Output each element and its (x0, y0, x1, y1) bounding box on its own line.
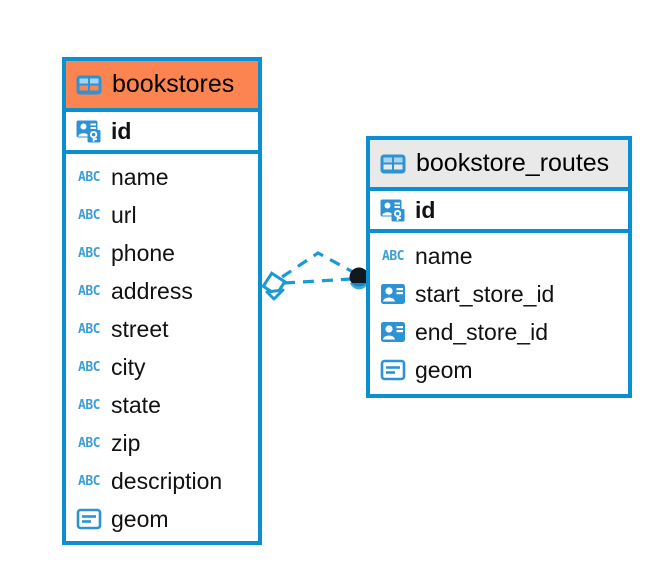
field-name: geom (415, 356, 473, 383)
field-row-description[interactable]: ABC description (66, 462, 258, 500)
field-name: description (111, 467, 223, 494)
entity-bookstore-routes[interactable]: bookstore_routes (366, 136, 632, 398)
field-name: end_store_id (415, 318, 548, 345)
field-name: start_store_id (415, 280, 555, 307)
primary-key-block: id (370, 191, 628, 233)
field-name: name (415, 242, 473, 269)
primary-key-block: id (66, 112, 258, 154)
field-name: address (111, 277, 193, 304)
field-row-name[interactable]: ABC name (66, 158, 258, 196)
foreign-key-icon (379, 280, 407, 308)
field-name: city (111, 353, 146, 380)
geometry-type-icon (379, 356, 407, 384)
diamond-marker (261, 271, 287, 297)
field-row-street[interactable]: ABC street (66, 310, 258, 348)
field-row-id[interactable]: id (370, 191, 628, 229)
relationship-line-upper (281, 251, 354, 279)
field-row-url[interactable]: ABC url (66, 196, 258, 234)
field-name: id (415, 196, 436, 223)
entity-bookstores[interactable]: bookstores (62, 57, 262, 545)
field-name: state (111, 391, 161, 418)
entity-title: bookstores (112, 70, 235, 98)
field-name: street (111, 315, 169, 342)
entity-header[interactable]: bookstore_routes (370, 140, 628, 191)
table-icon (379, 150, 407, 178)
field-name: geom (111, 505, 169, 532)
field-name: id (111, 117, 132, 144)
field-row-state[interactable]: ABC state (66, 386, 258, 424)
field-row-zip[interactable]: ABC zip (66, 424, 258, 462)
field-row-name[interactable]: ABC name (370, 237, 628, 275)
text-type-icon: ABC (78, 245, 100, 261)
field-row-id[interactable]: id (66, 112, 258, 150)
text-type-icon: ABC (78, 321, 100, 337)
relationship-line-lower (283, 277, 353, 285)
text-type-icon: ABC (78, 359, 100, 375)
text-type-icon: ABC (382, 248, 404, 264)
field-row-geom[interactable]: geom (66, 500, 258, 538)
primary-key-icon (75, 117, 103, 145)
text-type-icon: ABC (78, 283, 100, 299)
field-row-end-store-id[interactable]: end_store_id (370, 313, 628, 351)
field-row-phone[interactable]: ABC phone (66, 234, 258, 272)
foreign-key-icon (379, 318, 407, 346)
field-name: zip (111, 429, 141, 456)
field-name: phone (111, 239, 175, 266)
geometry-type-icon (75, 505, 103, 533)
primary-key-icon (379, 196, 407, 224)
diamond-marker-tail (265, 288, 285, 301)
text-type-icon: ABC (78, 169, 100, 185)
field-row-geom[interactable]: geom (370, 351, 628, 389)
text-type-icon: ABC (78, 207, 100, 223)
entity-title: bookstore_routes (416, 149, 610, 177)
field-name: name (111, 163, 169, 190)
field-name: url (111, 201, 137, 228)
field-row-city[interactable]: ABC city (66, 348, 258, 386)
text-type-icon: ABC (78, 397, 100, 413)
text-type-icon: ABC (78, 473, 100, 489)
field-row-address[interactable]: ABC address (66, 272, 258, 310)
table-icon (75, 71, 103, 99)
text-type-icon: ABC (78, 435, 100, 451)
field-row-start-store-id[interactable]: start_store_id (370, 275, 628, 313)
entity-header[interactable]: bookstores (66, 61, 258, 112)
